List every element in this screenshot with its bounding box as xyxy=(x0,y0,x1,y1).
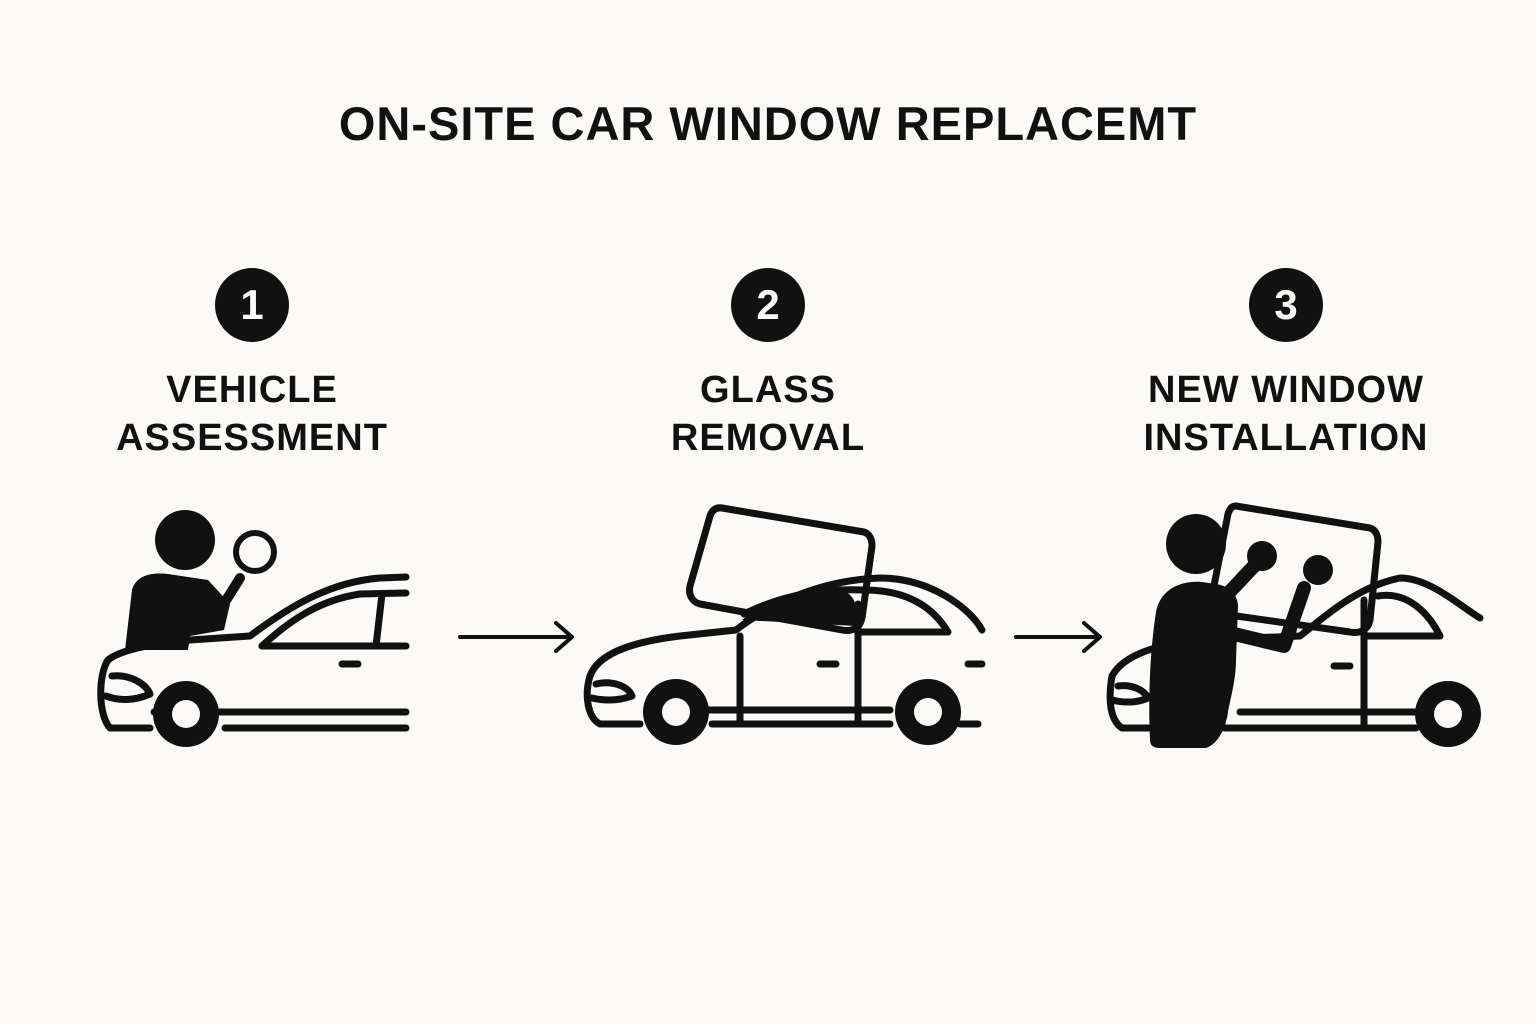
step-1: 1 VEHICLE ASSESSMENT xyxy=(32,268,472,462)
step-3-number-badge: 3 xyxy=(1249,268,1323,342)
step-1-number-badge: 1 xyxy=(215,268,289,342)
step-2-label: GLASS REMOVAL xyxy=(548,366,988,462)
step-3: 3 NEW WINDOW INSTALLATION xyxy=(1066,268,1506,462)
step-3-label: NEW WINDOW INSTALLATION xyxy=(1066,366,1506,462)
step-3-label-line1: NEW WINDOW xyxy=(1148,369,1424,411)
step-2-label-line2: REMOVAL xyxy=(670,417,866,459)
step-1-label: VEHICLE ASSESSMENT xyxy=(32,366,472,462)
person-installing-window-on-car-icon xyxy=(1106,502,1484,748)
step-2-label-line1: GLASS xyxy=(700,369,836,411)
step-3-label-line2: INSTALLATION xyxy=(1143,417,1429,459)
step-2: 2 GLASS REMOVAL xyxy=(548,268,988,462)
step-1-label-line1: VEHICLE xyxy=(166,369,338,411)
step-2-number-badge: 2 xyxy=(731,268,805,342)
step-1-label-line2: ASSESSMENT xyxy=(116,417,388,459)
arrow-right-icon xyxy=(458,621,574,653)
car-with-glass-removed-icon xyxy=(583,504,986,745)
arrow-right-icon xyxy=(1014,621,1102,653)
person-inspecting-car-with-magnifier-icon xyxy=(97,510,410,747)
diagram-title: ON-SITE CAR WINDOW REPLACEMT xyxy=(338,97,1198,150)
